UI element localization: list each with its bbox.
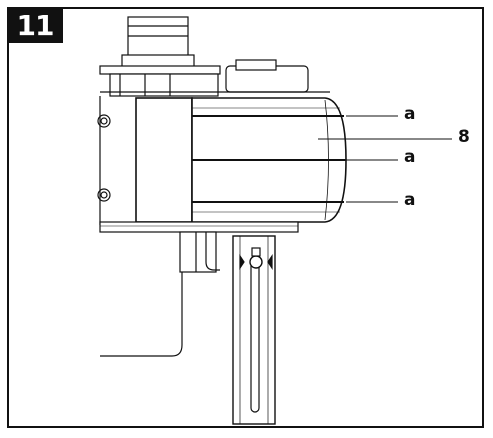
leader-lines: [318, 115, 452, 203]
wing-nut: [239, 247, 273, 270]
callout-a-top: a: [404, 104, 416, 124]
motor-cylinder: [121, 16, 195, 69]
callout-a-bottom: a: [404, 190, 416, 210]
left-mounting-wall: [97, 96, 111, 225]
lower-bracket: [100, 231, 220, 357]
diagram-frame: [7, 7, 484, 428]
rail-part-8: [191, 97, 347, 223]
housing-block: [135, 97, 193, 223]
gear-assembly: [99, 59, 330, 97]
callout-a-middle: a: [404, 147, 416, 167]
base-plate: [99, 221, 299, 233]
step-number-badge: 11: [7, 7, 63, 43]
callout-part-8: 8: [458, 127, 470, 147]
